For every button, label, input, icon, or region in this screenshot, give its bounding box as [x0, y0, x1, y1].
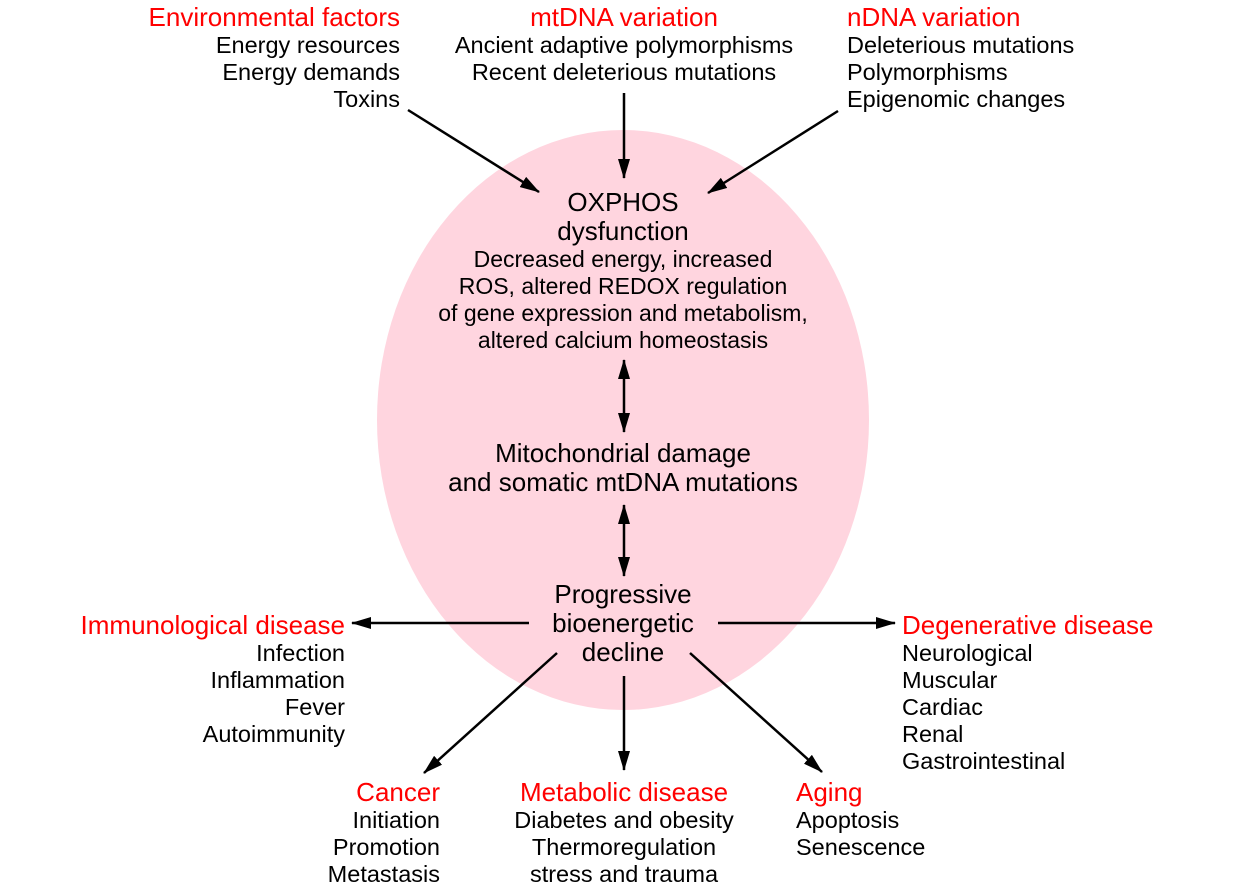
damage-line: Mitochondrial damage: [495, 438, 751, 468]
arrow-decline-to-aging: [689, 652, 823, 773]
oxphos-detail-line: ROS, altered REDOX regulation: [458, 273, 788, 299]
list-item: Muscular: [902, 667, 998, 693]
arrow-ndna-to-oxphos: [707, 109, 839, 195]
oxphos-detail-line: altered calcium homeostasis: [477, 327, 769, 353]
mtdna-variation-heading: mtDNA variation: [530, 2, 718, 32]
list-item: stress and trauma: [529, 861, 719, 887]
list-item: Autoimmunity: [202, 721, 345, 747]
degenerative-disease-heading: Degenerative disease: [902, 610, 1154, 640]
oxphos-subtitle: dysfunction: [557, 216, 689, 246]
list-item: Recent deleterious mutations: [471, 59, 777, 85]
environmental-factors-block: Environmental factors Energy resources E…: [149, 2, 400, 113]
list-item: Polymorphisms: [847, 59, 1008, 85]
list-item: Diabetes and obesity: [514, 807, 734, 833]
list-item: Neurological: [902, 640, 1033, 666]
list-item: Inflammation: [210, 667, 345, 693]
decline-line: Progressive: [554, 579, 692, 609]
oxphos-title: OXPHOS: [567, 187, 679, 217]
list-item: Initiation: [352, 807, 440, 833]
list-item: Metastasis: [327, 861, 440, 887]
environmental-factors-heading: Environmental factors: [148, 2, 400, 32]
list-item: Apoptosis: [796, 807, 900, 833]
list-item: Senescence: [796, 834, 926, 860]
cancer-heading: Cancer: [356, 777, 440, 807]
list-item: Thermoregulation: [531, 834, 717, 860]
list-item: Energy resources: [215, 32, 400, 58]
bioenergetic-decline-node: Progressive bioenergetic decline: [473, 580, 773, 667]
list-item: Epigenomic changes: [847, 86, 1066, 112]
mitochondrial-damage-node: Mitochondrial damage and somatic mtDNA m…: [373, 439, 873, 497]
immunological-disease-block: Immunological disease Infection Inflamma…: [81, 610, 345, 748]
list-item: Deleterious mutations: [847, 32, 1075, 58]
list-item: Infection: [256, 640, 345, 666]
list-item: Fever: [284, 694, 345, 720]
metabolic-disease-block: Metabolic disease Diabetes and obesity T…: [474, 777, 774, 888]
list-item: Ancient adaptive polymorphisms: [454, 32, 794, 58]
list-item: Renal: [902, 721, 964, 747]
list-item: Energy demands: [222, 59, 400, 85]
list-item: Gastrointestinal: [902, 748, 1066, 774]
oxphos-detail-line: Decreased energy, increased: [473, 246, 773, 272]
decline-line: decline: [581, 637, 665, 667]
ndna-variation-heading: nDNA variation: [847, 2, 1021, 32]
decline-line: bioenergetic: [552, 608, 694, 638]
arrow-environmental-to-oxphos: [407, 108, 540, 194]
oxphos-dysfunction-node: OXPHOS dysfunction Decreased energy, inc…: [373, 188, 873, 354]
immunological-disease-heading: Immunological disease: [80, 610, 345, 640]
degenerative-disease-block: Degenerative disease Neurological Muscul…: [902, 610, 1154, 775]
aging-heading: Aging: [796, 777, 863, 807]
list-item: Promotion: [332, 834, 440, 860]
mtdna-variation-block: mtDNA variation Ancient adaptive polymor…: [424, 2, 824, 86]
ndna-variation-block: nDNA variation Deleterious mutations Pol…: [847, 2, 1074, 113]
metabolic-disease-heading: Metabolic disease: [519, 777, 729, 807]
aging-block: Aging Apoptosis Senescence: [796, 777, 925, 861]
list-item: Cardiac: [902, 694, 983, 720]
damage-line: and somatic mtDNA mutations: [448, 467, 798, 497]
list-item: Toxins: [333, 86, 400, 112]
oxphos-detail-line: of gene expression and metabolism,: [438, 300, 808, 326]
arrow-decline-to-cancer: [423, 652, 558, 774]
cancer-block: Cancer Initiation Promotion Metastasis: [328, 777, 440, 888]
